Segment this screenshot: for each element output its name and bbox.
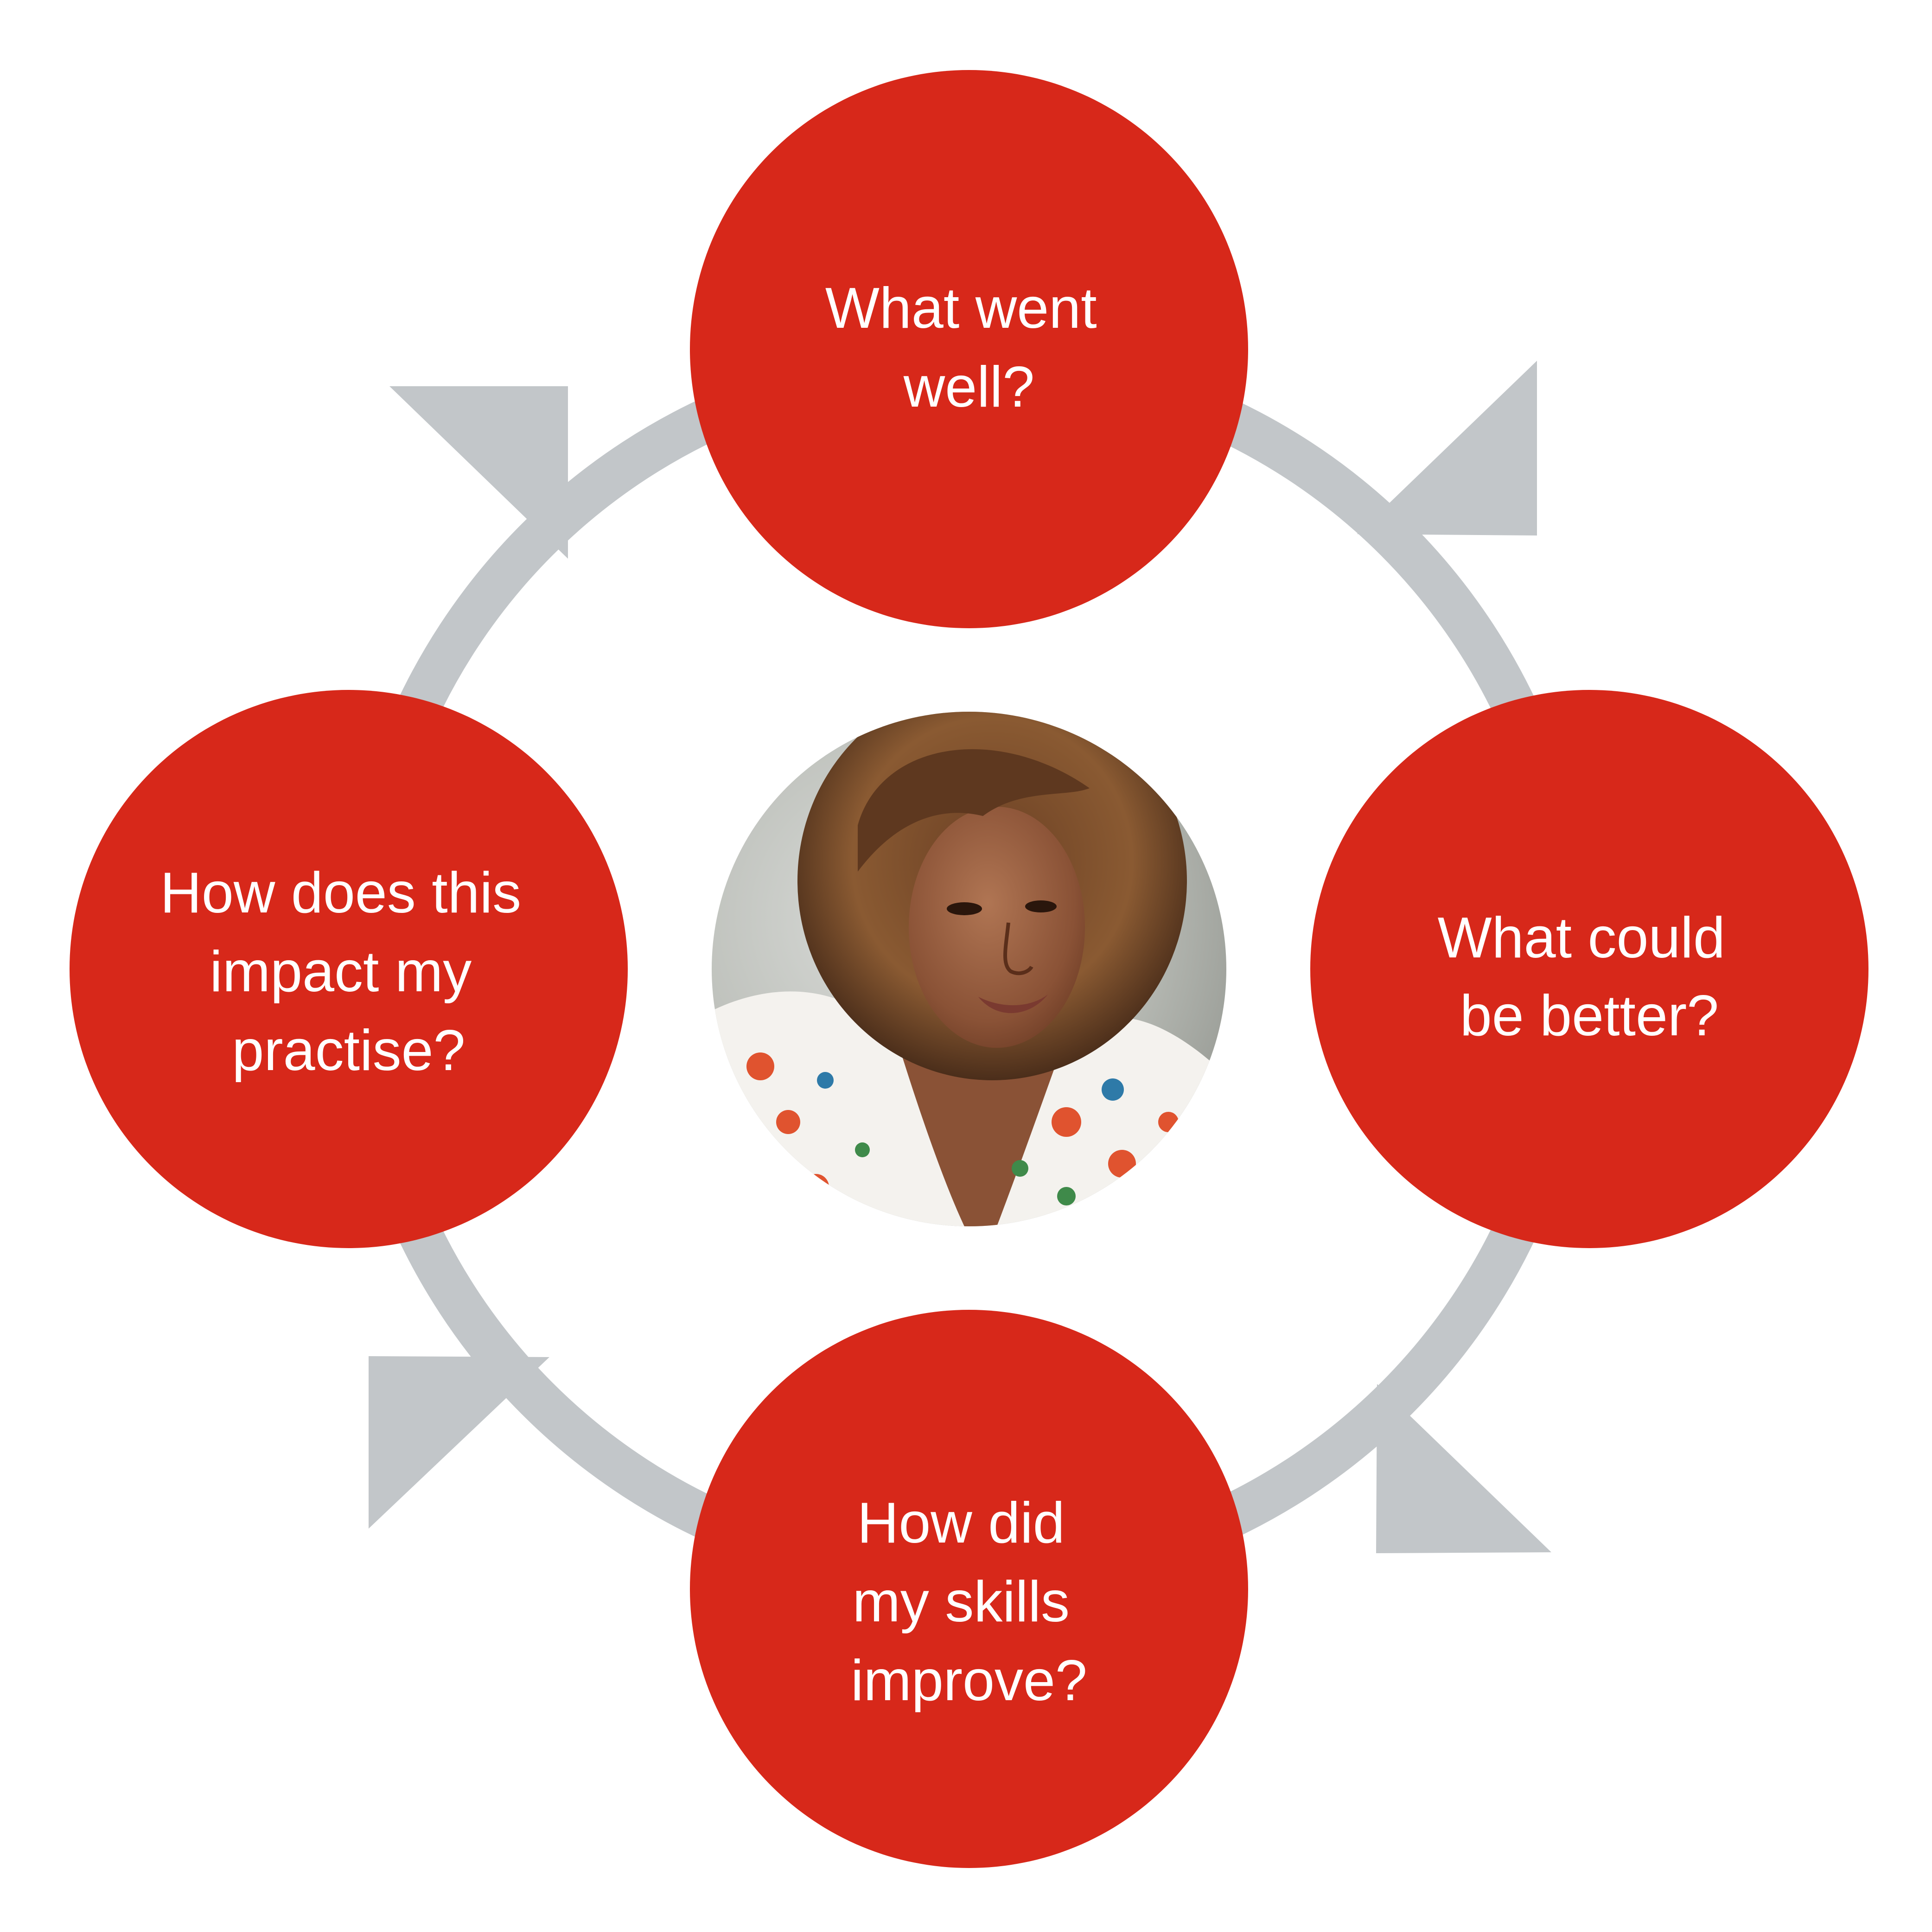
node-top-text: What went well?: [825, 276, 1113, 419]
cycle-arrows: [369, 361, 1551, 1553]
node-left: How does this impact my practise?: [70, 690, 628, 1248]
node-bottom-line-3: improve?: [851, 1649, 1087, 1713]
node-bottom: How did my skills improve?: [690, 1310, 1248, 1868]
node-left-line-2: impact my: [210, 940, 472, 1004]
node-right-line-2: be better?: [1460, 984, 1719, 1048]
node-circle: [70, 690, 628, 1248]
node-circle: [1310, 690, 1868, 1248]
node-bottom-line-2: my skills: [853, 1570, 1070, 1634]
node-top-line-2: well?: [903, 355, 1035, 419]
node-top: What went well?: [690, 70, 1248, 628]
node-left-line-3: practise?: [232, 1019, 465, 1083]
node-top-line-1: What went: [825, 276, 1097, 340]
arrow-icon: [1376, 1384, 1551, 1553]
arrow-icon: [1357, 361, 1537, 536]
node-right-line-1: What could: [1438, 906, 1725, 970]
node-right-text: What could be better?: [1438, 906, 1741, 1048]
node-circle: [690, 70, 1248, 628]
node-circle: [690, 1310, 1248, 1868]
node-left-text: How does this impact my practise?: [160, 861, 537, 1083]
node-left-line-1: How does this: [160, 861, 521, 925]
arrow-icon: [369, 1356, 549, 1529]
arrow-icon: [389, 386, 568, 559]
node-right: What could be better?: [1310, 690, 1868, 1248]
center-photo: [712, 712, 1226, 1226]
node-bottom-text: How did my skills improve?: [851, 1491, 1087, 1713]
node-bottom-line-1: How did: [857, 1491, 1065, 1555]
